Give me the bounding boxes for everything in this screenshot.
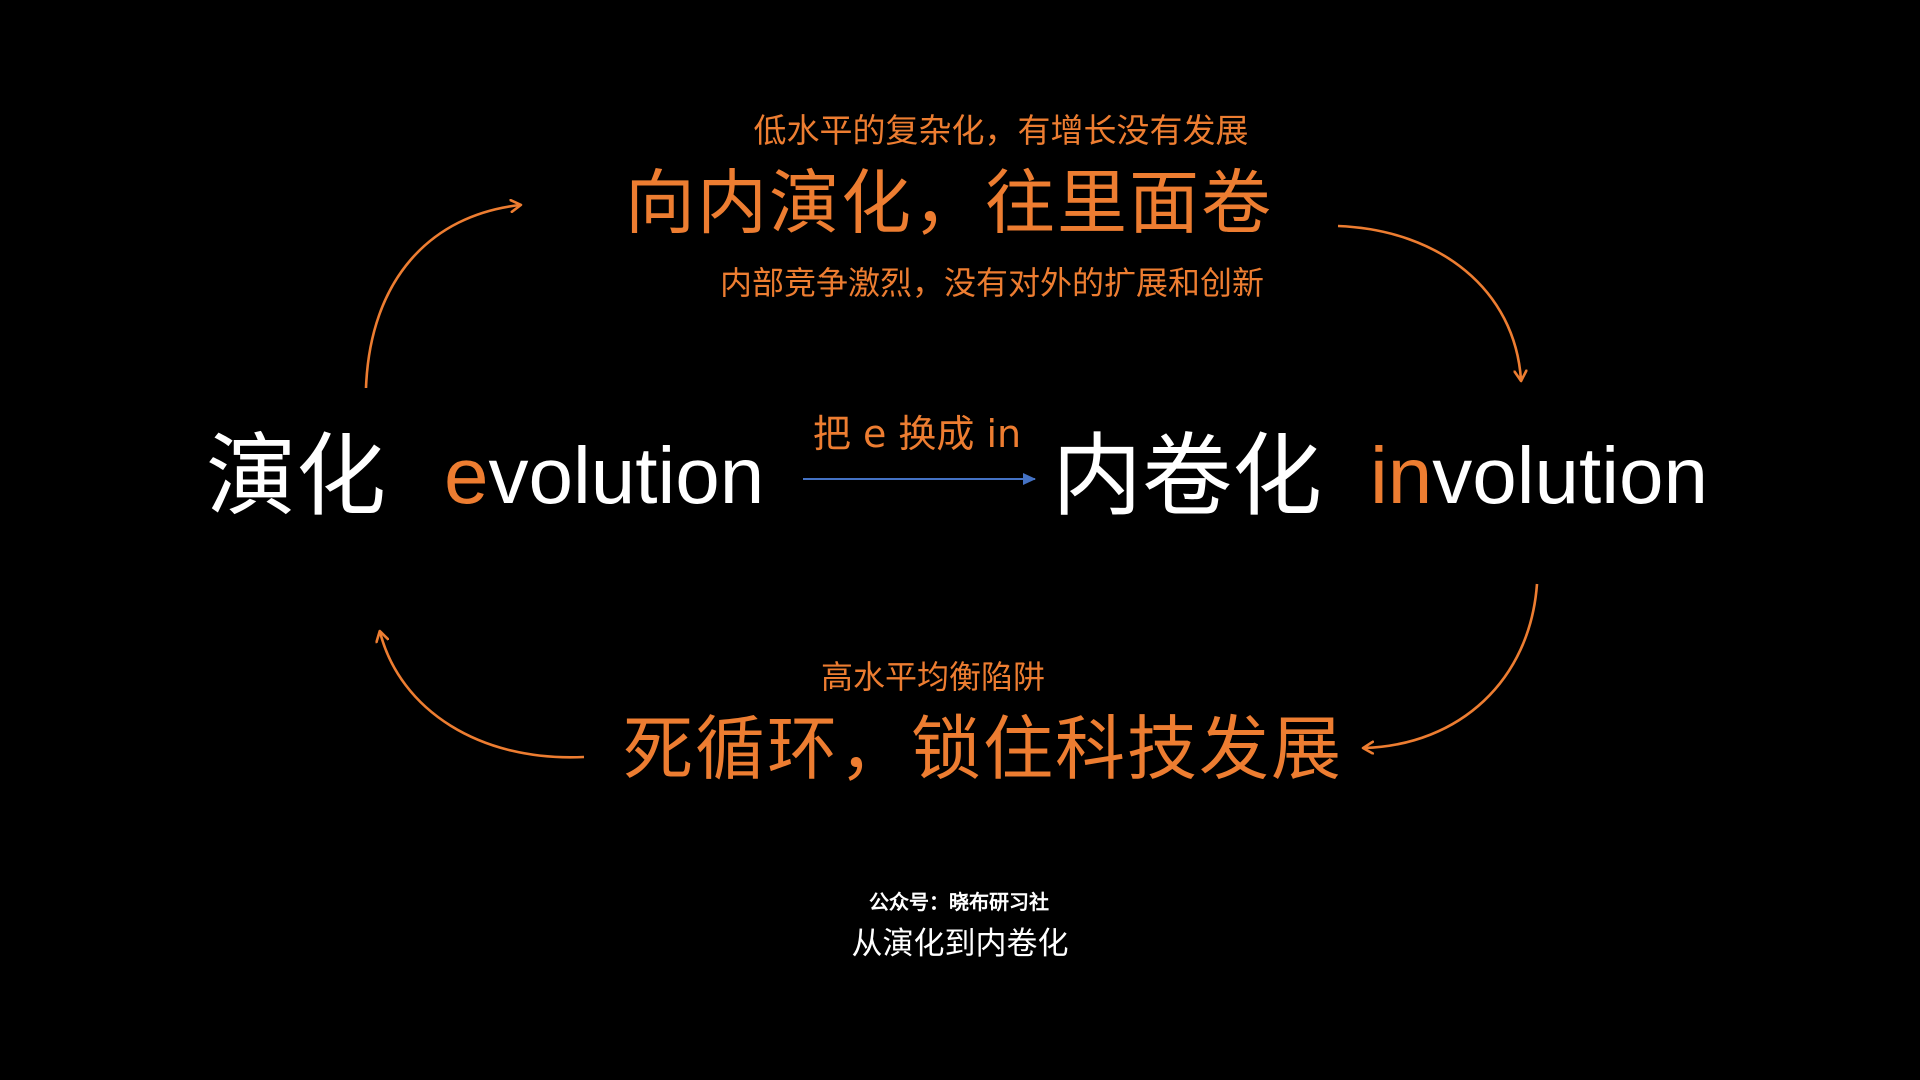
top-description: 内部竞争激烈，没有对外的扩展和创新	[719, 264, 1265, 302]
involution-chinese-label: 内卷化	[1052, 424, 1322, 529]
arc-arrow-up-right-icon	[364, 205, 520, 389]
evolution-prefix-highlight: e	[444, 431, 489, 520]
involution-prefix-highlight: in	[1370, 431, 1433, 520]
evolution-chinese-label: 演化	[206, 424, 386, 529]
arc-arrow-up-left-icon	[380, 632, 585, 759]
involution-suffix: volution	[1432, 431, 1709, 520]
top-headline: 向内演化，往里面卷	[625, 162, 1273, 244]
arc-arrow-down-right-icon	[1337, 224, 1521, 380]
involution-english-label: involution	[1370, 436, 1708, 516]
credit-label: 公众号：晓布研习社	[869, 890, 1049, 914]
top-subtitle: 低水平的复杂化，有增长没有发展	[753, 111, 1249, 150]
bottom-subtitle: 高水平均衡陷阱	[820, 658, 1046, 696]
evolution-english-label: evolution	[444, 436, 764, 516]
arc-arrow-down-left-icon	[1364, 583, 1539, 748]
bottom-headline: 死循环，锁住科技发展	[623, 708, 1343, 790]
evolution-suffix: volution	[488, 431, 765, 520]
swap-label: 把 e 换成 in	[812, 412, 1022, 456]
caption-label: 从演化到内卷化	[851, 926, 1069, 962]
